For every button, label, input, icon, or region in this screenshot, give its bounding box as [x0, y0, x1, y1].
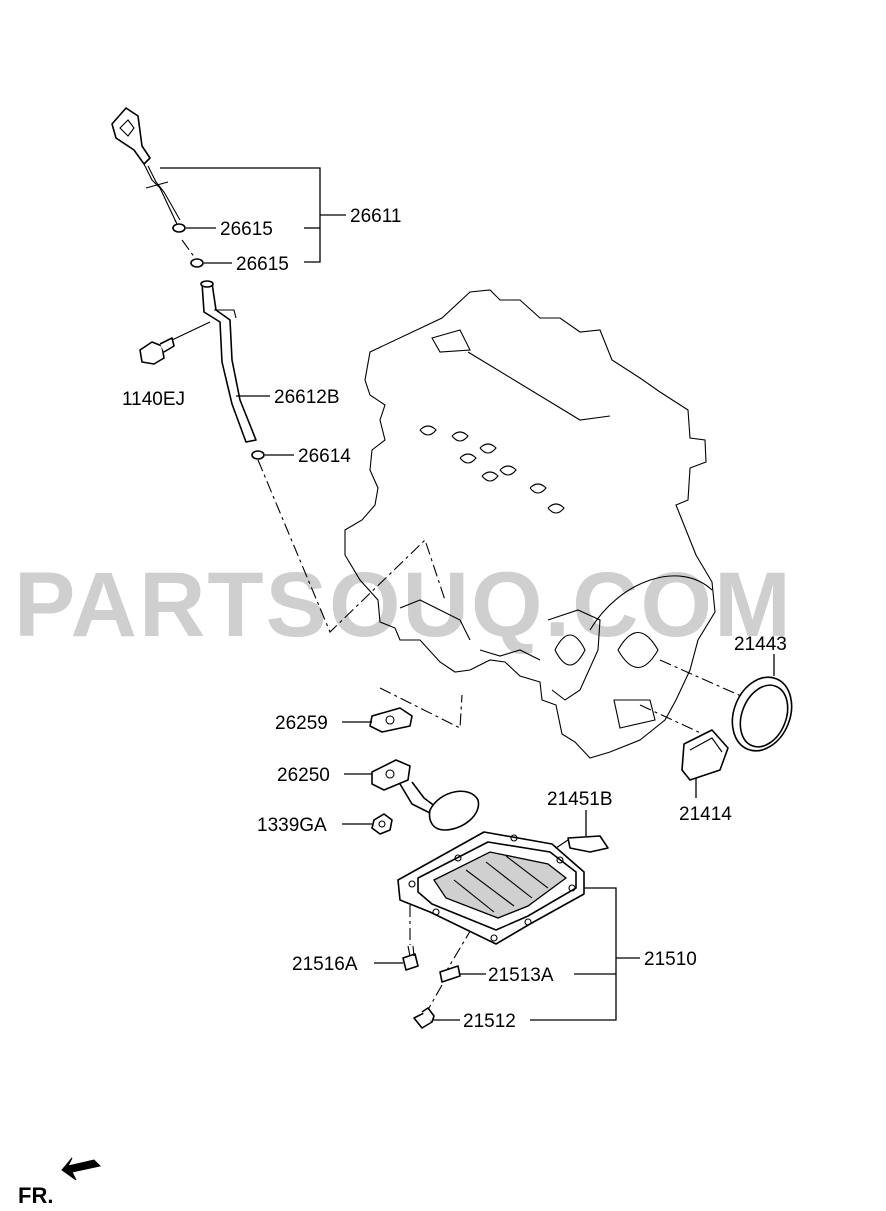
leader-lines	[160, 167, 775, 1021]
dipstick-part[interactable]	[111, 107, 181, 223]
label-1140ej: 1140EJ	[122, 389, 185, 410]
label-21512: 21512	[463, 1011, 516, 1032]
label-21516a: 21516A	[292, 954, 358, 975]
label-21414: 21414	[679, 804, 732, 825]
label-26250: 26250	[277, 765, 330, 786]
gasket-26259[interactable]	[369, 707, 413, 733]
o-ring-upper[interactable]	[172, 223, 186, 233]
bolt-1140ej[interactable]	[139, 321, 211, 365]
watermark: PARTSOUQ.COM	[14, 554, 793, 656]
gasket-21513a[interactable]	[439, 965, 461, 983]
dipstick-guide-tube[interactable]	[200, 280, 257, 443]
cover-21414[interactable]	[681, 729, 729, 781]
o-ring-26614[interactable]	[251, 450, 265, 460]
oil-seal-21443[interactable]	[722, 668, 802, 759]
label-26611: 26611	[350, 206, 401, 227]
front-orientation-label: FR.	[18, 1183, 53, 1208]
label-26259: 26259	[275, 713, 328, 734]
drain-plug-21512[interactable]	[413, 1007, 435, 1029]
label-21443: 21443	[734, 634, 787, 655]
oil-strainer-26250[interactable]	[371, 759, 480, 831]
label-26612b: 26612B	[274, 387, 340, 408]
label-26615-lower: 26615	[236, 254, 289, 275]
o-ring-lower[interactable]	[190, 258, 204, 268]
engine-block	[344, 289, 716, 759]
assembly-lines	[174, 219, 751, 1016]
label-1339ga: 1339GA	[257, 815, 327, 836]
label-26614: 26614	[298, 446, 351, 467]
label-21513a: 21513A	[488, 965, 554, 986]
label-21451b: 21451B	[547, 789, 613, 810]
oil-pan-21510[interactable]	[397, 831, 585, 945]
front-arrow-icon	[61, 1157, 102, 1181]
label-26615-upper: 26615	[220, 219, 273, 240]
bolt-21516a[interactable]	[402, 945, 419, 971]
label-21510: 21510	[644, 949, 697, 970]
sensor-21451b[interactable]	[555, 835, 609, 853]
nut-1339ga[interactable]	[371, 813, 393, 835]
